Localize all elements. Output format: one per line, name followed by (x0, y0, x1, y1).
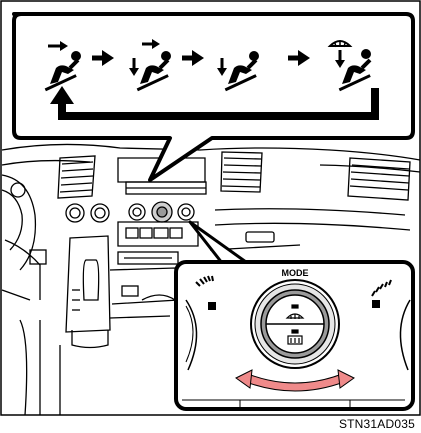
mode-dial[interactable] (251, 280, 339, 368)
mode-label: MODE (282, 268, 309, 278)
left-vent (58, 156, 95, 198)
figure-caption: STN31AD035 (339, 417, 415, 431)
mode-sequence-callout (14, 14, 413, 180)
right-vent (221, 152, 410, 200)
mode-dial-zoom-panel: MODE (176, 262, 413, 409)
